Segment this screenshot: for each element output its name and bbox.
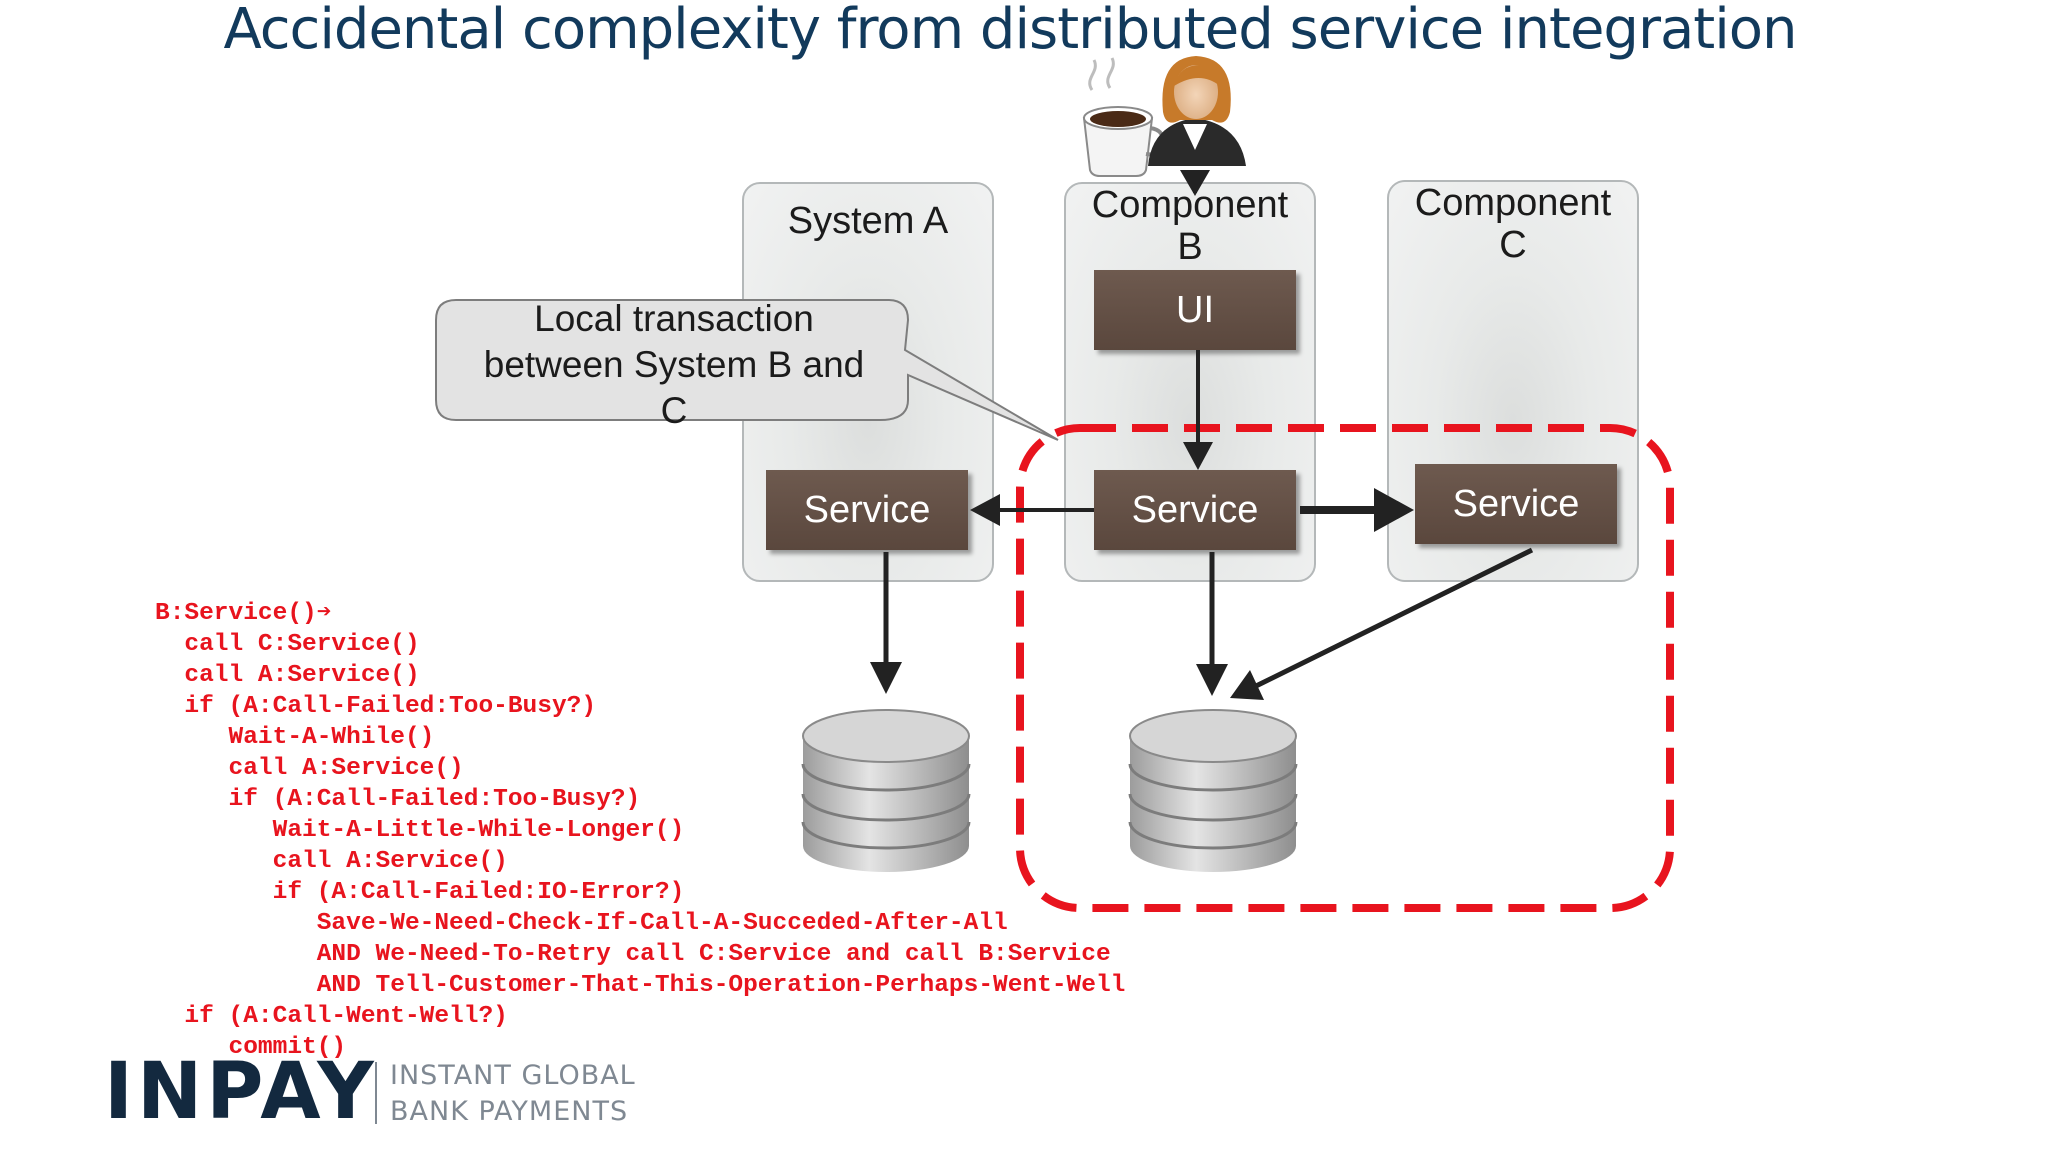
system-a-label: System A: [787, 200, 949, 242]
arrow-service-b-to-service-a: [970, 494, 1094, 526]
code-line: if (A:Call-Failed:Too-Busy?): [155, 786, 641, 813]
component-b-label: Component B: [1066, 184, 1314, 268]
coffee-cup-icon: [1082, 57, 1165, 177]
code-line: Save-We-Need-Check-If-Call-A-Succeded-Af…: [155, 910, 1008, 937]
component-c-service-box: Service: [1415, 464, 1617, 544]
code-line: if (A:Call-Went-Well?): [155, 1003, 508, 1030]
logo-tagline: INSTANT GLOBAL BANK PAYMENTS: [390, 1058, 636, 1130]
database-icon: [801, 709, 971, 872]
component-c-label-line2: C: [1499, 224, 1527, 266]
code-line: if (A:Call-Failed:IO-Error?): [155, 879, 685, 906]
callout-bubble: [435, 299, 1059, 441]
code-line: call A:Service(): [155, 662, 420, 689]
code-line: B:Service()➔: [155, 600, 332, 627]
component-b-service-box: Service: [1094, 470, 1296, 550]
code-line: call A:Service(): [155, 848, 508, 875]
system-a-service-box: Service: [766, 470, 968, 550]
code-line: commit(): [155, 1034, 347, 1061]
code-line: Wait-A-While(): [155, 724, 435, 751]
code-line: call A:Service(): [155, 755, 464, 782]
person-icon: [1148, 56, 1246, 166]
arrow-service-a-to-db-a: [870, 552, 902, 694]
component-b-label-line2: B: [1177, 226, 1203, 268]
component-c-label-line1: Component: [1414, 182, 1612, 224]
callout-line3: C: [660, 390, 688, 431]
callout-line2: between System B and: [483, 344, 865, 385]
local-transaction-boundary: [1016, 424, 1674, 912]
inpay-logo: INPAY: [104, 1047, 378, 1137]
code-line: call C:Service(): [155, 631, 420, 658]
code-line: Wait-A-Little-While-Longer(): [155, 817, 685, 844]
code-line: if (A:Call-Failed:Too-Busy?): [155, 693, 597, 720]
component-b-label-line1: Component: [1091, 184, 1289, 226]
arrow-user-to-ui: [1180, 170, 1210, 196]
arrow-service-b-to-db-b: [1196, 552, 1228, 696]
logo-divider: [375, 1062, 377, 1124]
logo-tagline-line1: INSTANT GLOBAL: [390, 1060, 636, 1091]
arrow-ui-to-service-b: [1183, 350, 1213, 470]
arrow-service-c-to-db-b: [1230, 547, 1534, 700]
code-line: AND Tell-Customer-That-This-Operation-Pe…: [155, 972, 1126, 999]
logo-tagline-line2: BANK PAYMENTS: [390, 1096, 629, 1127]
callout-line1: Local transaction: [534, 298, 814, 339]
slide-title: Accidental complexity from distributed s…: [223, 0, 1797, 62]
callout-text: Local transaction between System B and C: [440, 296, 908, 434]
arrow-service-b-to-service-c: [1300, 488, 1414, 532]
code-line: AND We-Need-To-Retry call C:Service and …: [155, 941, 1111, 968]
pseudo-code-block: B:Service()➔ call C:Service() call A:Ser…: [155, 598, 1125, 1063]
database-icon: [1128, 709, 1298, 872]
component-b-ui-box: UI: [1094, 270, 1296, 350]
component-c-label: Component C: [1389, 182, 1637, 266]
